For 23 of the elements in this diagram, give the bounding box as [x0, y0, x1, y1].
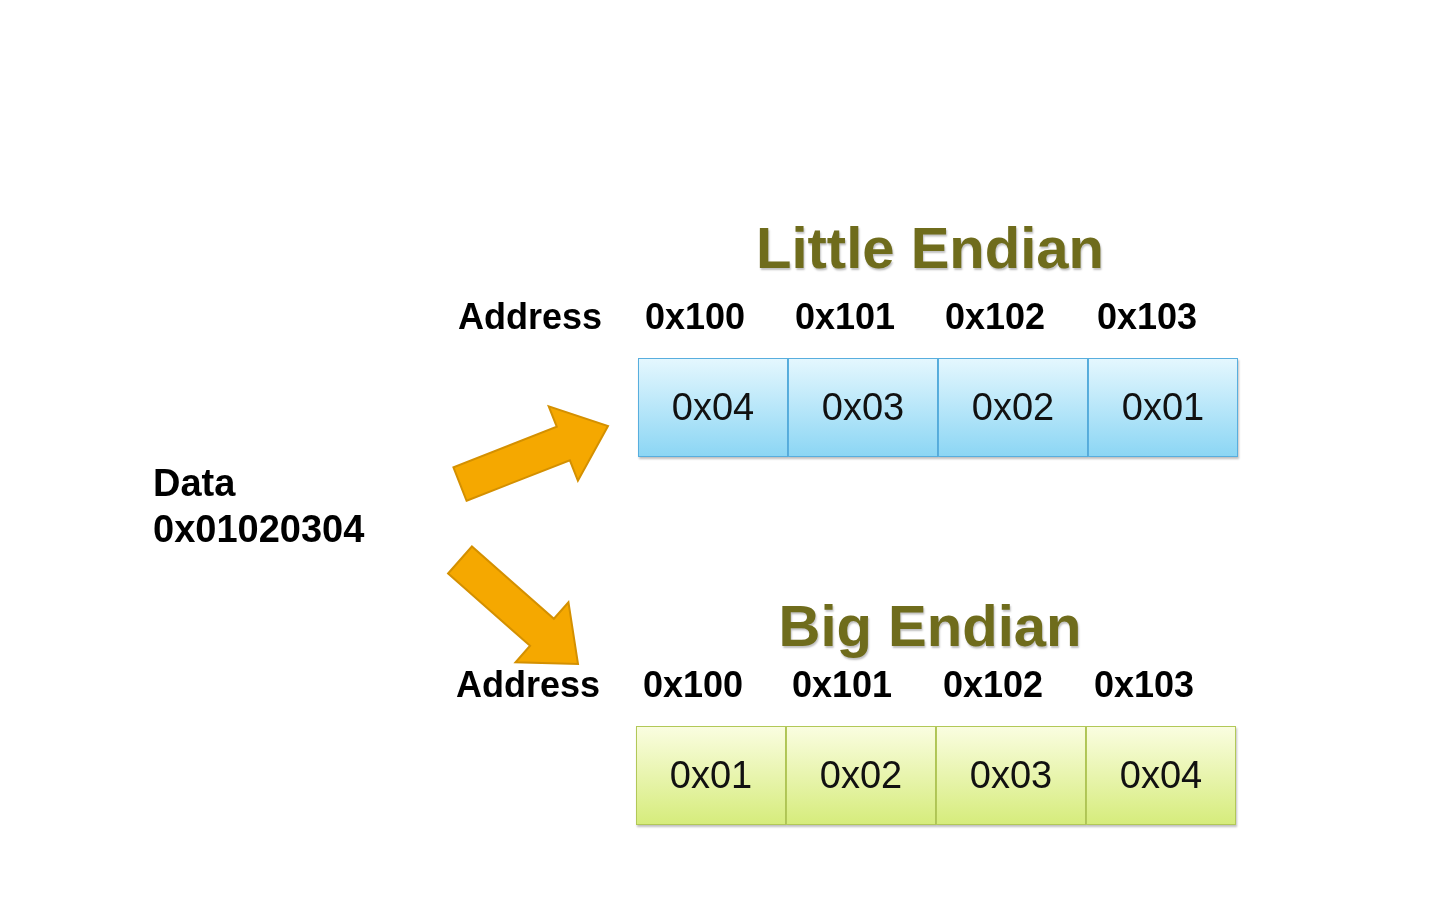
address-value: 0x100 [643, 664, 744, 706]
data-label: Data 0x01020304 [153, 456, 443, 556]
block-arrow [452, 404, 610, 503]
address-heading: Address [456, 664, 601, 706]
memory-cell: 0x04 [1086, 726, 1236, 825]
address-value: 0x102 [945, 296, 1046, 338]
address-value: 0x102 [943, 664, 1044, 706]
memory-cell: 0x02 [938, 358, 1088, 457]
address-value: 0x101 [792, 664, 893, 706]
memory-cell: 0x01 [1088, 358, 1238, 457]
section-title: Little Endian [755, 214, 1105, 281]
address-value: 0x100 [645, 296, 746, 338]
address-value: 0x103 [1094, 664, 1195, 706]
memory-cell: 0x04 [638, 358, 788, 457]
section-title: Big Endian [777, 592, 1083, 659]
memory-cell: 0x02 [786, 726, 936, 825]
memory-cell: 0x01 [636, 726, 786, 825]
address-value: 0x103 [1097, 296, 1198, 338]
memory-cell: 0x03 [936, 726, 1086, 825]
memory-cell: 0x03 [788, 358, 938, 457]
address-value: 0x101 [795, 296, 896, 338]
block-arrow [446, 545, 580, 666]
address-heading: Address [458, 296, 603, 338]
